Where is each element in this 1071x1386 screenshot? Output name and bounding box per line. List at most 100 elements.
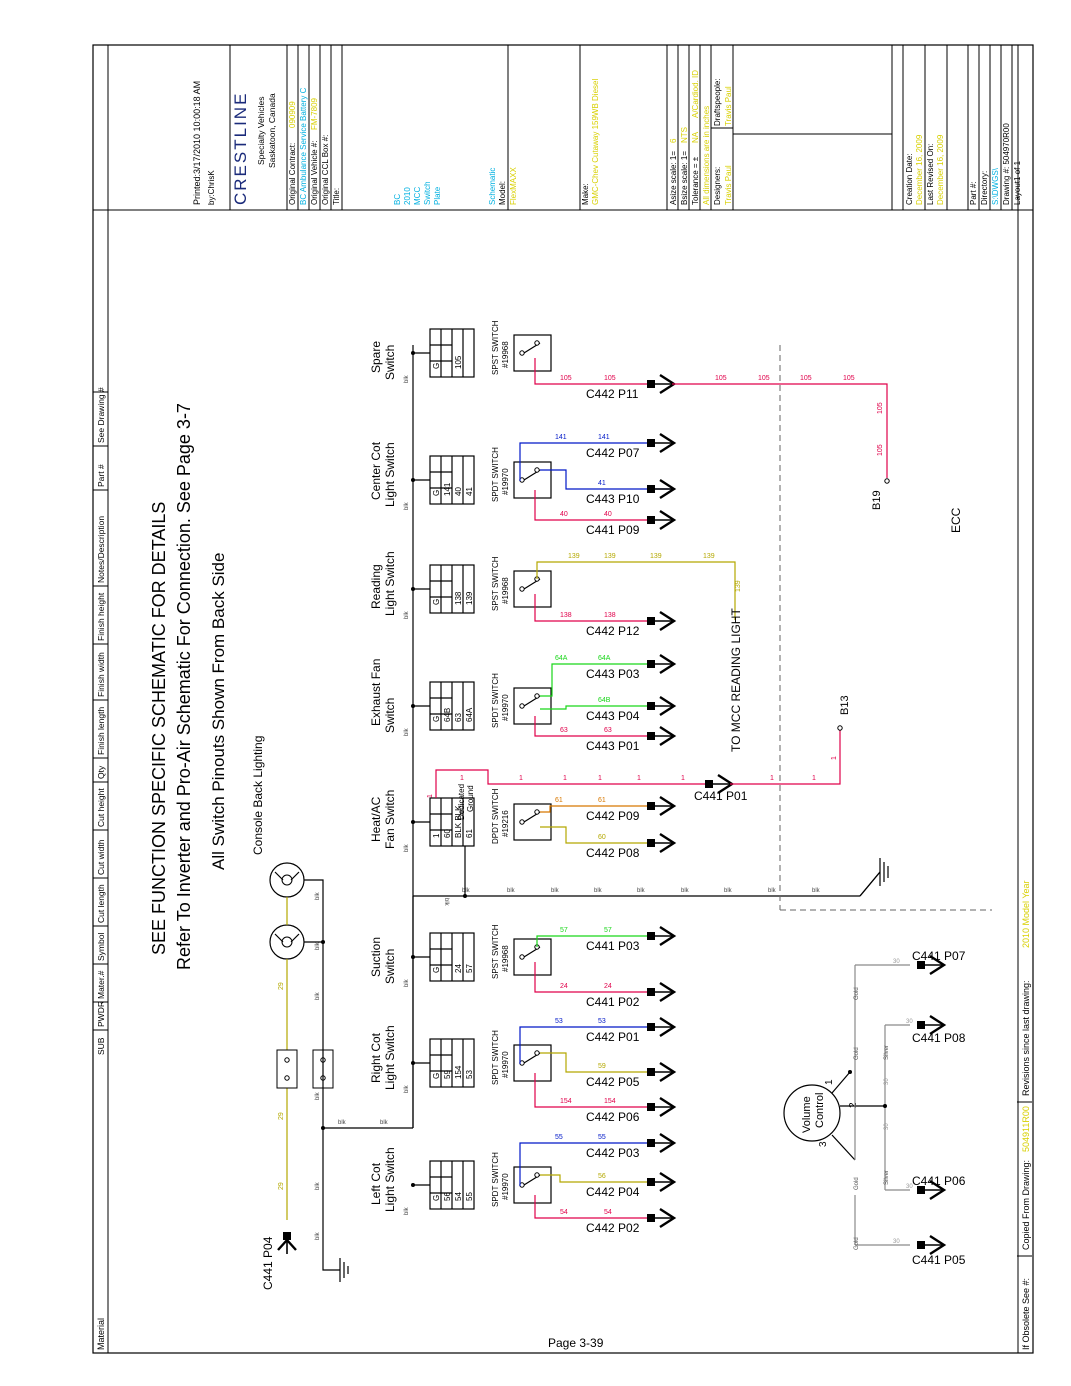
conn-e-p04-pin — [647, 702, 655, 710]
header-col-7: Qty — [96, 765, 106, 779]
rc-p01-label: C442 P01 — [586, 1030, 640, 1044]
switch-name-2-1: Light Switch — [383, 1025, 397, 1090]
reading-139 — [536, 561, 736, 620]
switch-pin-label-4-0: G — [432, 716, 441, 722]
switch-type-1: SPDT SWITCH — [491, 1030, 500, 1085]
blk-label-3: blk — [594, 888, 603, 894]
r-138-b: 138 — [604, 612, 616, 619]
switch-pin-label-0-2: 54 — [454, 1192, 463, 1201]
lc-55-a: 55 — [555, 1134, 563, 1141]
revised-label: Last Revised On: — [926, 144, 935, 205]
title-line: Switch — [423, 181, 432, 205]
dedicated-ground-1: Dedicated — [457, 784, 466, 820]
conn-h-p08-pin — [647, 839, 655, 847]
switch-part-6: #19970 — [501, 468, 510, 495]
blk-h2: blk — [380, 1120, 389, 1126]
cblk-5: blk — [315, 1231, 321, 1240]
w30-5: 30 — [884, 1123, 890, 1130]
h-1-lbl-5: 1 — [681, 775, 685, 782]
right-cot-59 — [540, 1052, 648, 1073]
e-p04-label: C443 P04 — [586, 709, 640, 723]
switch-part-7: #19968 — [501, 341, 510, 368]
original-ccl-label: Original CCL Box #: — [321, 135, 330, 205]
conn-vol-p06-pin — [917, 1186, 925, 1194]
switch-part-1: #19970 — [501, 1051, 510, 1078]
console-fuse-block — [276, 1049, 298, 1089]
conn-e-p01-arrow — [659, 725, 677, 747]
conn-lc-p03-pin — [647, 1139, 655, 1147]
bus-junction-1 — [411, 1061, 415, 1065]
w30-0: 30 — [893, 959, 900, 965]
switch-blk-label-4: blk — [404, 727, 410, 736]
r-p12-label: C442 P12 — [586, 624, 640, 638]
w30-4: 30 — [884, 1078, 890, 1085]
conn-su-p02-arrow — [659, 981, 677, 1003]
draftspeople-label: Draftspeople: — [713, 78, 722, 126]
rc-p05-label: C442 P05 — [586, 1075, 640, 1089]
switch-pin-label-3-1: 60 — [443, 829, 452, 838]
bus-junction-3 — [411, 820, 415, 824]
lc-54-b: 54 — [604, 1209, 612, 1216]
lamp-x — [290, 933, 300, 943]
switch-name-1-2: Suction — [369, 937, 383, 977]
conn-lc-p02-pin — [647, 1214, 655, 1222]
switch-type-0: SPDT SWITCH — [491, 1152, 500, 1207]
bsize-value: NTS — [680, 127, 689, 143]
switch-pin-label-7-2: 105 — [454, 355, 463, 369]
switch-pin-label-5-2: 138 — [454, 591, 463, 605]
vc-lead-1 — [831, 1071, 851, 1094]
sp-105-r0: 105 — [715, 375, 727, 382]
blk-label-0: blk — [462, 888, 471, 894]
h-1-lbl-3: 1 — [598, 775, 602, 782]
h-1-a: 1 — [427, 794, 434, 798]
switch-part-2: #19968 — [501, 945, 510, 972]
conn-lc-p02-arrow — [659, 1207, 677, 1229]
layout-label: Layout1 of 1 — [1013, 160, 1022, 205]
title-label: Title: — [332, 188, 341, 205]
heading-3: All Switch Pinouts Shown From Back Side — [209, 553, 228, 870]
designers-label: Designers: — [713, 167, 722, 205]
header-col-12: Part # — [96, 464, 106, 487]
blk-label-2: blk — [551, 888, 560, 894]
switch-type-6: SPDT SWITCH — [491, 447, 500, 502]
c-p09-label: C441 P09 — [586, 523, 640, 537]
lc-56: 56 — [598, 1173, 606, 1180]
directory-label: Directory: — [980, 171, 989, 205]
lc-54-a: 54 — [560, 1209, 568, 1216]
switch-pin-label-0-1: 56 — [443, 1192, 452, 1201]
conn-rc-p05-arrow — [659, 1061, 677, 1083]
blk-label-6: blk — [724, 888, 733, 894]
b13-terminal — [837, 725, 843, 731]
lc-55-b: 55 — [598, 1134, 606, 1141]
lc-p02-label: C442 P02 — [586, 1221, 640, 1235]
h-61-a: 61 — [555, 797, 563, 804]
revisions-label: Revisions since last drawing: — [1021, 980, 1031, 1096]
e-63-a: 63 — [560, 727, 568, 734]
w30-2: 30 — [893, 1239, 900, 1245]
switch-name-1-1: Right Cot — [369, 1032, 383, 1083]
fuse-term-a — [284, 1057, 290, 1063]
lamp-x — [274, 871, 284, 881]
h-1-lbl-1: 1 — [519, 775, 523, 782]
switch-part-4: #19970 — [501, 694, 510, 721]
exhaust-63 — [534, 716, 648, 737]
c-141-a: 141 — [555, 434, 567, 441]
conn-e-p01-pin — [647, 732, 655, 740]
revised-value: December 16, 2009 — [936, 134, 945, 205]
conn-c441-p01-pin — [705, 780, 713, 788]
exhaust-64b — [540, 705, 648, 710]
header-col-3: Symbol — [96, 933, 106, 961]
cblk-0: blk — [315, 891, 321, 900]
w29-0: 29 — [278, 982, 285, 990]
c-40-b: 40 — [604, 511, 612, 518]
switch-pin-label-6-2: 40 — [454, 487, 463, 496]
su-57-a: 57 — [560, 927, 568, 934]
sp-105-r2: 105 — [800, 375, 812, 382]
switch-pin-label-1-3: 53 — [465, 1070, 474, 1079]
tolerance-extra2: All dimensions are in inches — [702, 106, 711, 205]
c441-p04-label: C441 P04 — [261, 1236, 275, 1290]
center-41 — [540, 469, 672, 490]
